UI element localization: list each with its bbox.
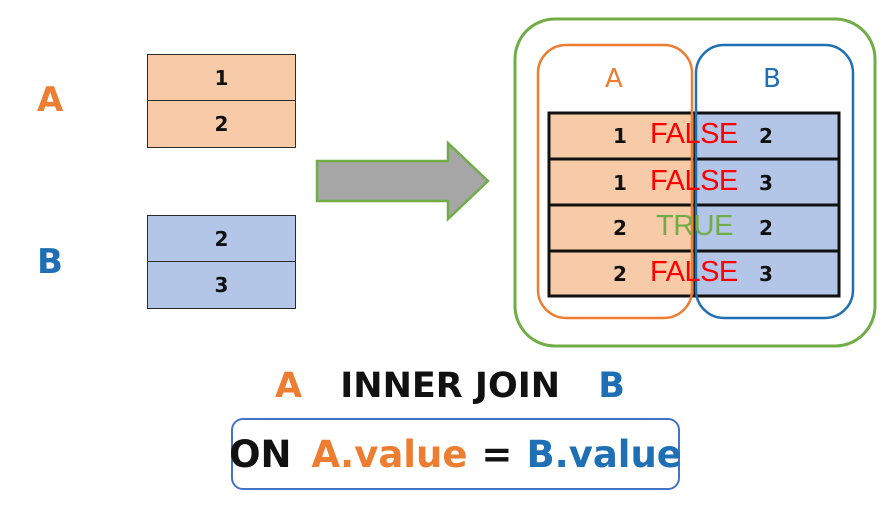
result-b-value: 3	[759, 171, 773, 195]
table-a-label: A	[37, 80, 64, 120]
result-a-value: 2	[613, 262, 627, 286]
on-keyword: ON	[229, 432, 292, 476]
result-b-value: 2	[759, 124, 773, 148]
result-a-value: 1	[613, 124, 627, 148]
circle-b	[694, 43, 855, 320]
on-condition-box: ON A.value = B.value	[229, 418, 682, 490]
result-a-value: 2	[613, 216, 627, 240]
result-match-value: FALSE	[650, 256, 738, 288]
result-match-value: FALSE	[650, 118, 738, 150]
left-field-prefix: A	[311, 432, 341, 476]
circle-a	[536, 43, 694, 320]
outer-container	[513, 17, 877, 348]
join-statement: A INNER JOIN B	[275, 366, 625, 406]
join-left-table: A	[275, 366, 303, 406]
left-field: .value	[340, 432, 468, 476]
right-field: .value	[554, 432, 682, 476]
table-b-label: B	[37, 242, 63, 282]
result-b-value: 3	[759, 262, 773, 286]
equals-sign: =	[481, 432, 513, 476]
join-right-table: B	[598, 366, 625, 406]
table-b-cell: 3	[147, 261, 296, 309]
right-field-prefix: B	[526, 432, 555, 476]
circle-a-label: A	[605, 64, 623, 94]
join-keyword: INNER JOIN	[340, 366, 561, 406]
result-match-value: TRUE	[656, 210, 733, 242]
circle-b-label: B	[763, 64, 781, 94]
result-b-value: 2	[759, 216, 773, 240]
result-a-value: 1	[613, 171, 627, 195]
table-a-cell: 2	[147, 100, 296, 148]
result-match-value: FALSE	[650, 165, 738, 197]
